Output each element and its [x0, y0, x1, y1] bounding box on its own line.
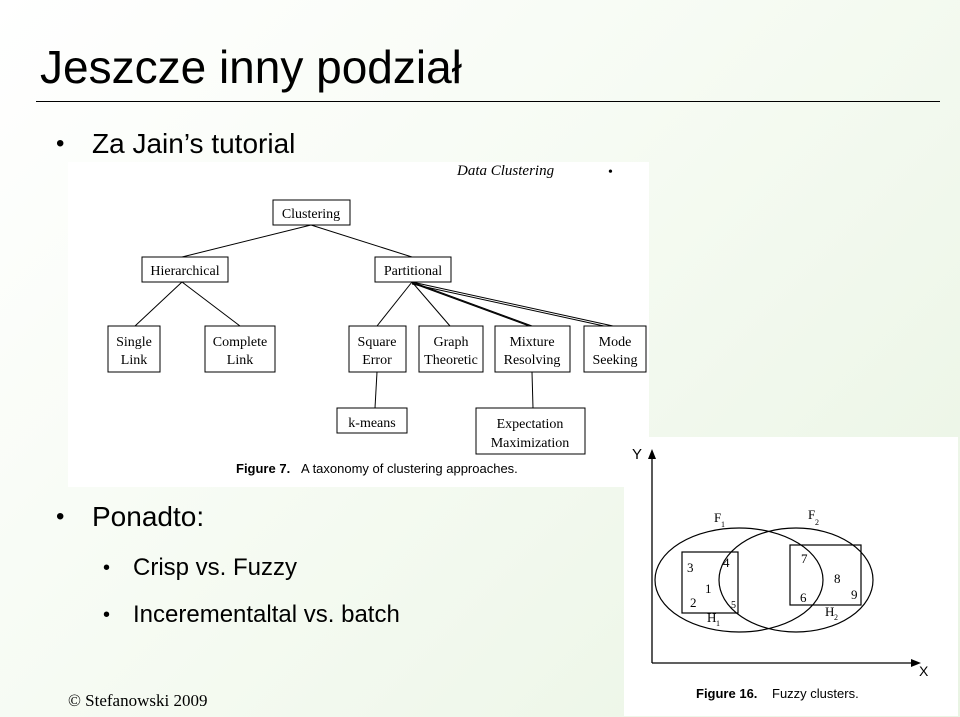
label-f1-sub: 1: [721, 520, 725, 529]
bullet-dot: •: [56, 503, 65, 530]
fuzzy-axes: [651, 453, 916, 664]
node-complete-link-l2: Link: [227, 353, 253, 368]
sub-bullet-dot: •: [103, 604, 111, 626]
bullet-jain: • Za Jain’s tutorial: [56, 127, 296, 161]
bullet-ponadto: • Ponadto:: [56, 500, 205, 534]
node-single-link-l2: Link: [121, 353, 147, 368]
point-2: 2: [690, 595, 697, 610]
fuzzy-caption-text: Fuzzy clusters.: [772, 686, 859, 701]
tree-edges: [134, 224, 614, 409]
node-graph-theoretic-l2: Theoretic: [424, 353, 478, 368]
node-square-error-l1: Square: [358, 335, 397, 350]
taxonomy-caption-label: Figure 7.: [236, 461, 290, 476]
label-h1: H: [707, 610, 716, 625]
bullet-jain-text: Za Jain’s tutorial: [92, 128, 296, 159]
node-hierarchical: Hierarchical: [150, 264, 219, 279]
point-9: 9: [851, 587, 858, 602]
taxonomy-diagram: Data Clustering •: [107, 163, 647, 476]
fuzzy-caption-label: Figure 16.: [696, 686, 757, 701]
point-1: 1: [705, 581, 712, 596]
point-6: 6: [800, 590, 807, 605]
point-8: 8: [834, 571, 841, 586]
figure-header: Data Clustering: [456, 163, 555, 179]
node-mode-seeking-l1: Mode: [599, 335, 632, 350]
title-underline: [36, 101, 940, 102]
header-dot: •: [608, 165, 613, 180]
node-k-means: k-means: [348, 416, 395, 431]
sub-bullet-dot: •: [103, 557, 111, 579]
point-4: 4: [723, 555, 730, 570]
taxonomy-figure: Data Clustering •: [68, 162, 649, 487]
x-axis-label: X: [919, 663, 929, 679]
node-partitional: Partitional: [384, 264, 442, 279]
point-5: 5: [731, 600, 736, 611]
tree-boxes: [107, 199, 647, 455]
node-single-link-l1: Single: [116, 335, 152, 350]
sub-bullet-incremental-batch-text: Incerementaltal vs. batch: [133, 601, 400, 628]
node-mode-seeking-l2: Seeking: [592, 353, 637, 368]
node-em-l2: Maximization: [491, 436, 570, 451]
taxonomy-caption-text: A taxonomy of clustering approaches.: [301, 461, 518, 476]
point-7: 7: [801, 551, 808, 566]
node-graph-theoretic-l1: Graph: [434, 335, 469, 350]
y-axis-label: Y: [632, 446, 642, 463]
bullet-ponadto-text: Ponadto:: [92, 501, 205, 532]
node-clustering: Clustering: [282, 207, 340, 222]
sub-bullet-incremental-batch: • Incerementaltal vs. batch: [103, 600, 400, 630]
node-complete-link-l1: Complete: [213, 335, 267, 350]
footer-copyright: © Stefanowski 2009: [68, 691, 208, 710]
node-mixture-resolving-l1: Mixture: [509, 335, 554, 350]
label-h2-sub: 2: [834, 613, 838, 622]
label-h1-sub: 1: [716, 619, 720, 628]
node-em-l1: Expectation: [497, 417, 564, 432]
sub-bullet-crisp-fuzzy: • Crisp vs. Fuzzy: [103, 553, 298, 583]
fuzzy-shapes: [654, 527, 874, 633]
node-mixture-resolving-l2: Resolving: [504, 353, 561, 368]
fuzzy-figure: Y X F 1 F 2 H 1 H 2 1 2 3 4 5 6 7 8 9: [624, 437, 958, 716]
label-f2: F: [808, 507, 815, 522]
node-square-error-l2: Error: [362, 353, 392, 368]
x-axis-arrow: [911, 659, 921, 667]
fuzzy-clusters-diagram: Y X F 1 F 2 H 1 H 2 1 2 3 4 5 6 7 8 9: [632, 446, 929, 701]
point-3: 3: [687, 560, 694, 575]
slide-title: Jeszcze inny podział: [40, 41, 462, 93]
label-f2-sub: 2: [815, 518, 819, 527]
bullet-dot: •: [56, 130, 65, 157]
label-h2: H: [825, 604, 834, 619]
sub-bullet-crisp-fuzzy-text: Crisp vs. Fuzzy: [133, 554, 298, 581]
y-axis-arrow: [648, 449, 656, 459]
label-f1: F: [714, 510, 721, 525]
